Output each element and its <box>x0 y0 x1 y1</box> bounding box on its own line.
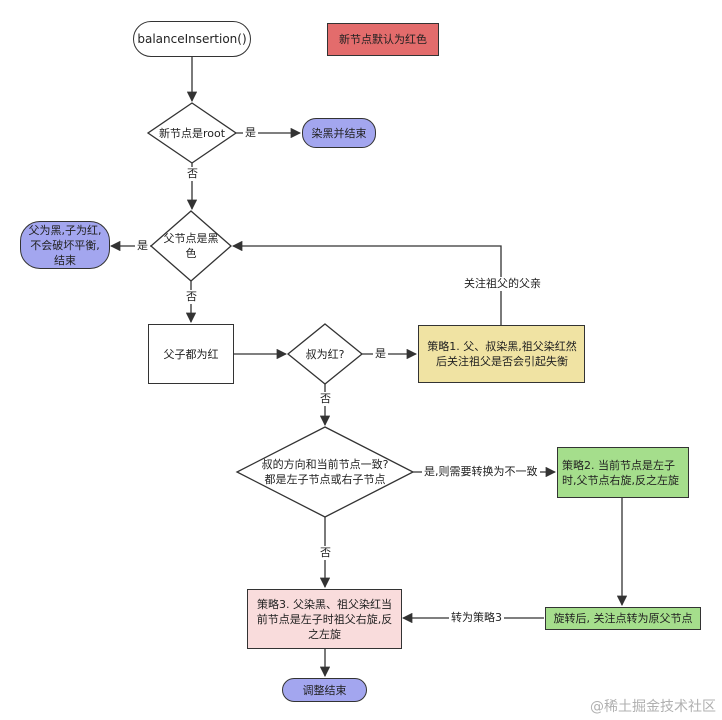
decision-parent-black-label: 父节点是黑色 <box>163 232 219 260</box>
note-default-red-node <box>327 23 439 56</box>
edge-label-root-yes: 是 <box>243 126 258 140</box>
edge-label-black-yes: 是 <box>135 239 150 253</box>
edge-label-same-yes: 是,则需要转换为不一致 <box>422 465 540 479</box>
parent-child-red-label: 父子都为红 <box>163 347 219 361</box>
strategy3-label: 策略3. 父染黑、祖父染红当前节点是左子时祖父右旋,反之左旋 <box>256 597 393 641</box>
end-paint-black-node <box>302 118 376 148</box>
strategy2-node <box>557 447 689 498</box>
decision-same-direction-label: 叔的方向和当前节点一致?都是左子节点或右子节点 <box>261 458 389 486</box>
start-label: balanceInsertion() <box>137 31 247 46</box>
end-adjust-node <box>282 678 367 702</box>
edge-label-same-no: 否 <box>318 546 333 560</box>
watermark: @稀土掘金技术社区 <box>590 699 716 715</box>
note-default-red-label: 新节点默认为红色 <box>339 33 427 46</box>
edge-label-uncle-no: 否 <box>318 392 333 406</box>
end-parent-black-label: 父为黑,子为红,不会破坏平衡, 结束 <box>28 223 102 267</box>
end-parent-black-node <box>20 221 110 269</box>
edge-label-to-strategy3: 转为策略3 <box>449 611 504 625</box>
edge-label-black-no: 否 <box>184 290 199 304</box>
end-paint-black-label: 染黑并结束 <box>311 126 367 140</box>
after-rotate-label: 旋转后, 关注点转为原父节点 <box>553 612 693 625</box>
strategy1-label: 策略1. 父、叔染黑,祖父染红然后关注祖父是否会引起失衡 <box>427 340 577 368</box>
end-adjust-label: 调整结束 <box>302 683 347 697</box>
decision-is-root-label: 新节点是root <box>158 126 226 140</box>
edge-label-focus-grandparent: 关注祖父的父亲 <box>462 277 543 291</box>
decision-uncle-red-label: 叔为红? <box>305 347 345 361</box>
start-node <box>133 21 251 57</box>
strategy3-node <box>247 589 402 649</box>
strategy2-label: 策略2. 当前节点是左子时,父节点右旋,反之左旋 <box>562 458 679 487</box>
parent-child-red-node <box>148 324 234 384</box>
edge-label-uncle-yes: 是 <box>373 347 388 361</box>
edge-label-root-no: 否 <box>185 167 200 181</box>
edge-strategy1-loop <box>231 240 502 325</box>
strategy1-node <box>418 325 585 383</box>
after-rotate-node <box>545 607 701 630</box>
